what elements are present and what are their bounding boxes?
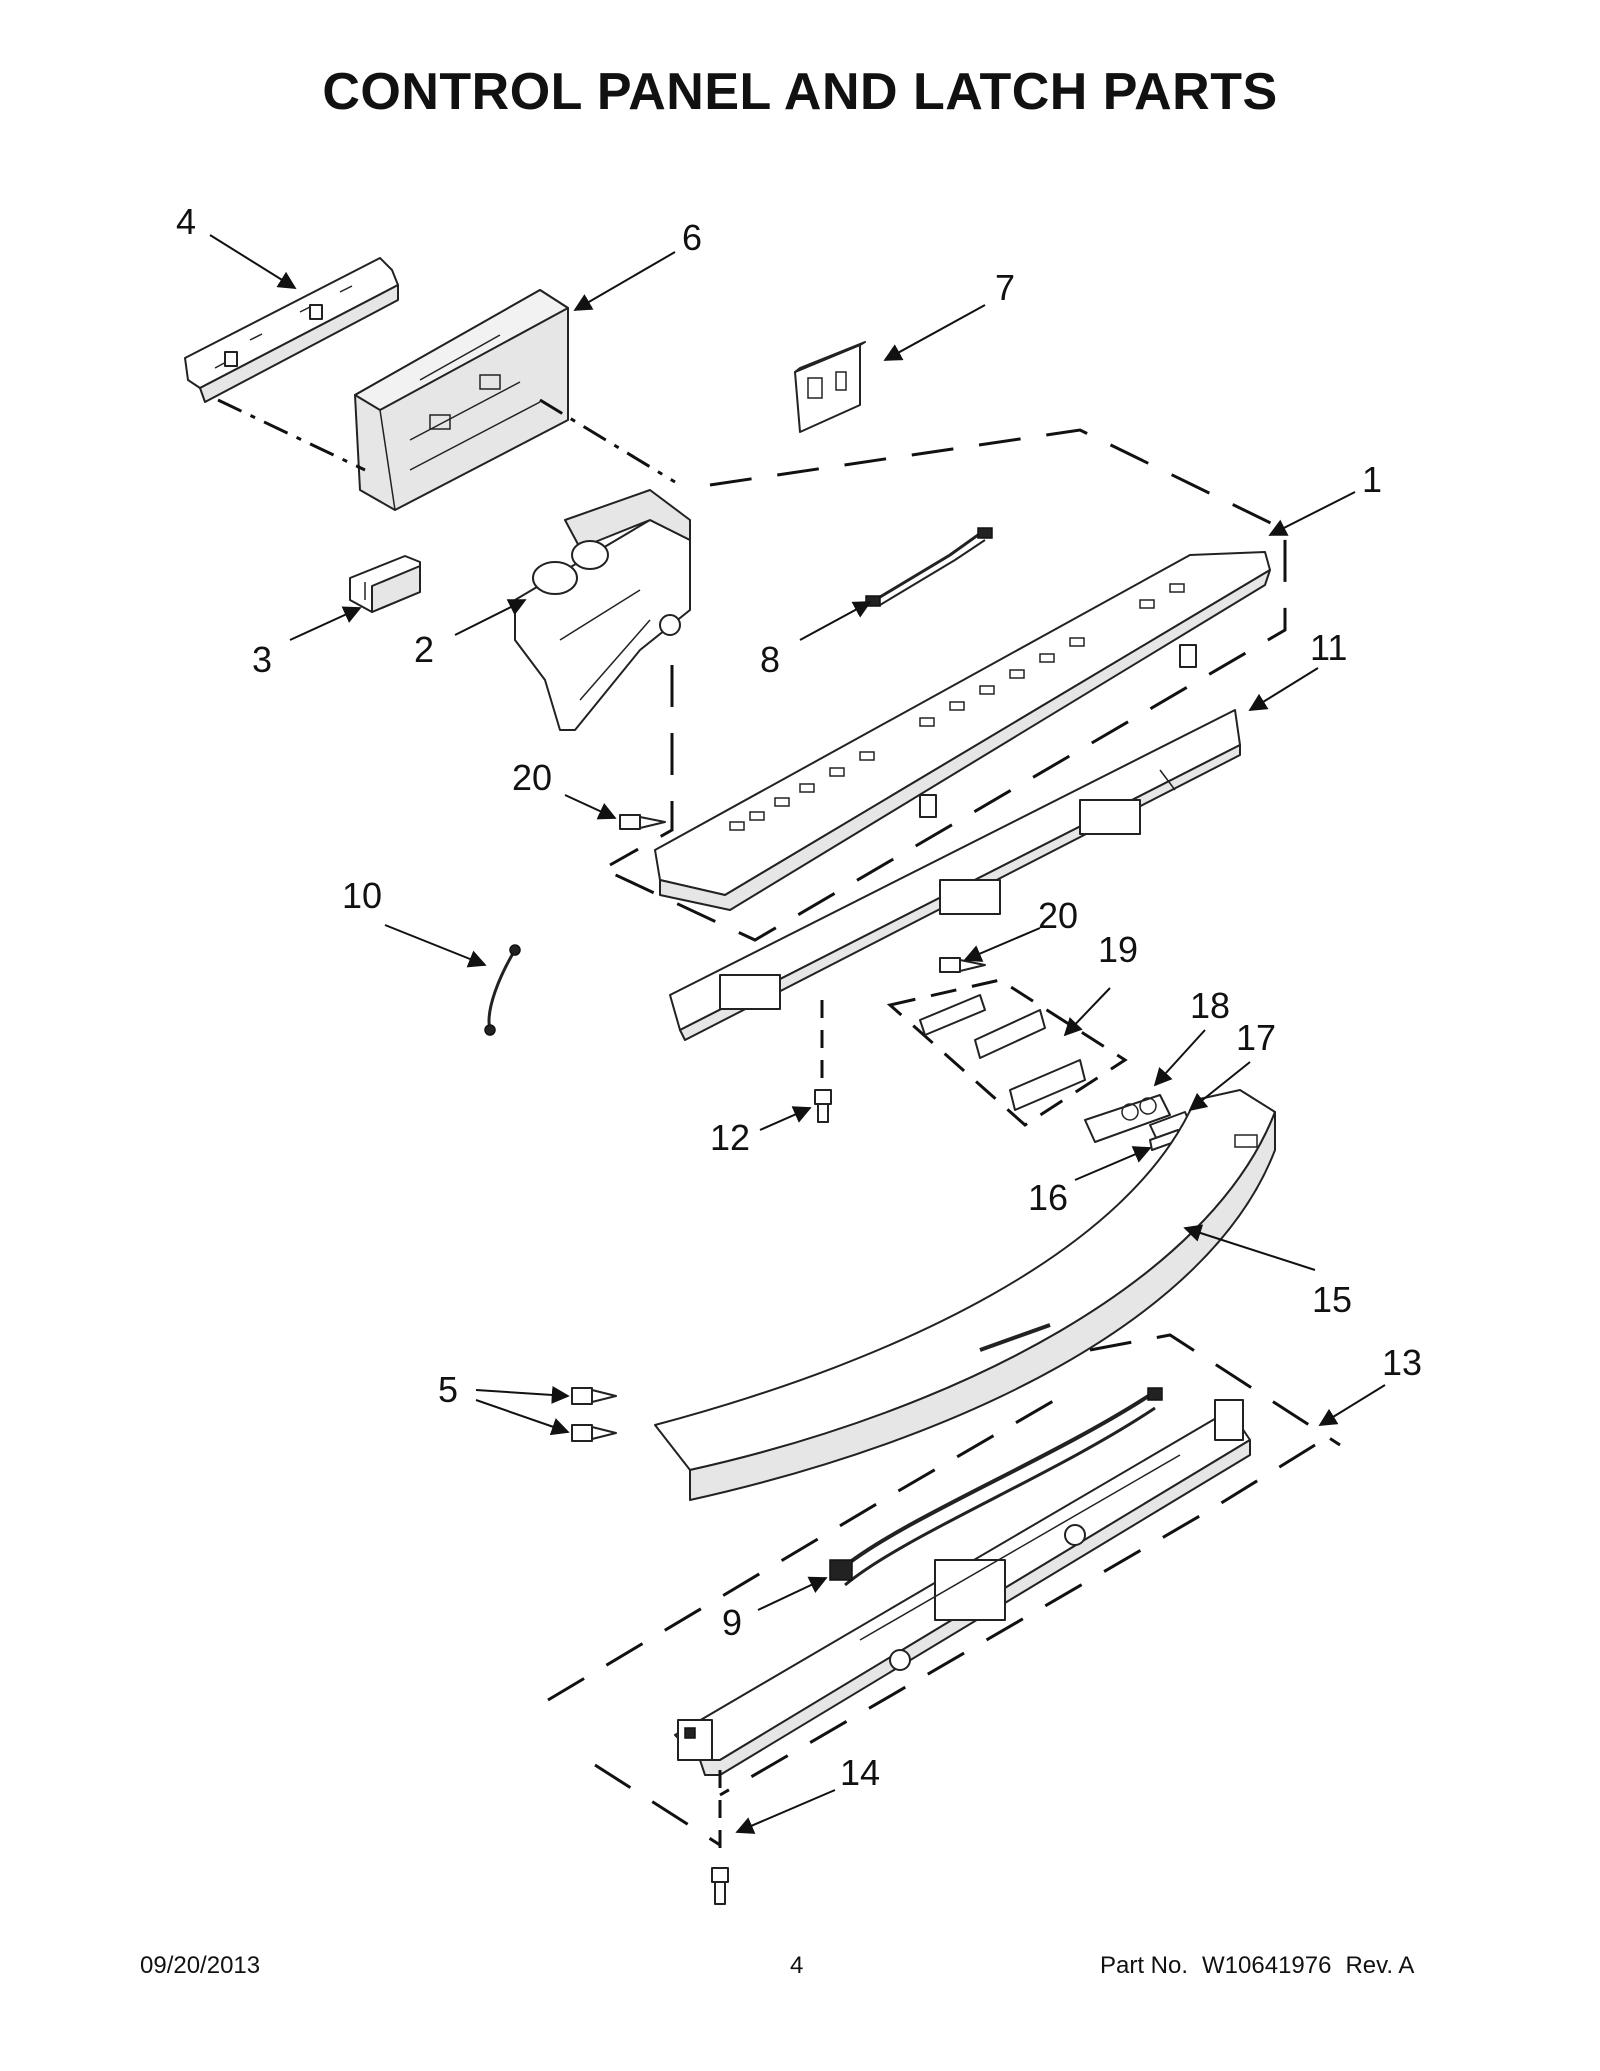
callout-11: 11 bbox=[1310, 627, 1347, 668]
part-13-latch-housing bbox=[674, 1399, 1251, 1776]
screw-14 bbox=[711, 1867, 729, 1905]
footer-part-info: Part No. W10641976 Rev. A bbox=[1100, 1952, 1428, 1980]
assembly-outline-13b bbox=[719, 1443, 1316, 1797]
screw-5-lower bbox=[571, 1424, 617, 1442]
part-6-control-board bbox=[354, 289, 569, 511]
assembly-outline-19 bbox=[886, 978, 1128, 1127]
assembly-outline-13c bbox=[547, 1398, 1056, 1702]
part-18-button bbox=[1084, 1094, 1171, 1143]
callout-labels: 4 6 7 1 3 2 8 11 20 10 20 19 18 17 12 16… bbox=[176, 201, 1422, 1793]
leader-lines bbox=[209, 234, 1386, 1834]
callout-9: 9 bbox=[722, 1602, 742, 1643]
callout-17: 17 bbox=[1236, 1017, 1276, 1058]
callout-20-lower: 20 bbox=[1038, 895, 1078, 936]
callout-10: 10 bbox=[342, 875, 382, 916]
screw-20-upper bbox=[619, 814, 666, 830]
part-19-switch-bracket bbox=[919, 994, 1086, 1111]
callout-20-upper: 20 bbox=[512, 757, 552, 798]
assembly-outline-13 bbox=[1089, 1333, 1341, 1447]
part-1-control-panel bbox=[654, 551, 1271, 911]
footer-revision: Rev. A bbox=[1345, 1952, 1415, 1979]
part-11-trim bbox=[669, 709, 1241, 1041]
footer-part-number: W10641976 bbox=[1202, 1952, 1332, 1979]
assembly-outline-1 bbox=[604, 428, 1287, 942]
part-9-wire-harness bbox=[829, 1387, 1163, 1587]
callout-13: 13 bbox=[1382, 1342, 1422, 1383]
part-10-wire bbox=[487, 949, 517, 1031]
callout-3: 3 bbox=[252, 639, 272, 680]
part-7-cover bbox=[794, 341, 866, 433]
assembly-line bbox=[539, 398, 676, 484]
callout-19: 19 bbox=[1098, 929, 1138, 970]
callout-7: 7 bbox=[995, 267, 1015, 308]
callout-5: 5 bbox=[438, 1369, 458, 1410]
callout-16: 16 bbox=[1028, 1177, 1068, 1218]
callout-15: 15 bbox=[1312, 1279, 1352, 1320]
footer-part-label: Part No. bbox=[1100, 1952, 1189, 1979]
page-title: CONTROL PANEL AND LATCH PARTS bbox=[322, 63, 1278, 121]
callout-2: 2 bbox=[414, 629, 434, 670]
callout-1: 1 bbox=[1362, 459, 1382, 500]
footer-page-number: 4 bbox=[790, 1952, 804, 1979]
assembly-outline-13d bbox=[594, 1763, 721, 1847]
part-8-wire-harness bbox=[865, 527, 993, 607]
part-15-handle bbox=[654, 1089, 1276, 1501]
part-2-latch bbox=[514, 489, 691, 731]
screw-5-upper bbox=[571, 1387, 617, 1405]
callout-12: 12 bbox=[710, 1117, 750, 1158]
assembly-outline-1b bbox=[609, 665, 674, 867]
assembly-line bbox=[217, 398, 366, 472]
part-3-clip bbox=[349, 555, 421, 613]
screw-12 bbox=[814, 1089, 832, 1123]
part-4-bracket bbox=[184, 257, 399, 403]
callout-6: 6 bbox=[682, 217, 702, 258]
callout-8: 8 bbox=[760, 639, 780, 680]
callout-14: 14 bbox=[840, 1752, 880, 1793]
callout-18: 18 bbox=[1190, 985, 1230, 1026]
callout-4: 4 bbox=[176, 201, 196, 242]
footer-date: 09/20/2013 bbox=[140, 1952, 261, 1979]
screw-20-lower bbox=[939, 957, 986, 973]
